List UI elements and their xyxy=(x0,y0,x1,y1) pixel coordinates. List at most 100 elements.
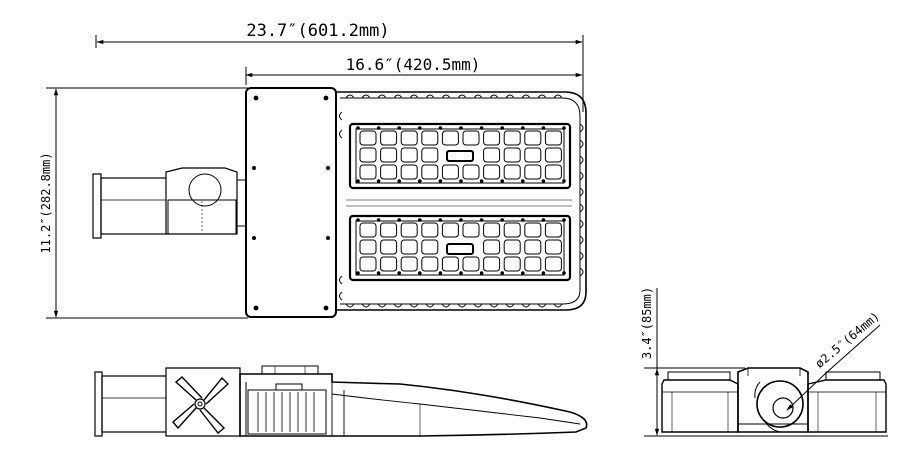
led-lens xyxy=(421,239,439,255)
module-screw xyxy=(418,179,422,183)
height-label: 11.2″(282.8mm) xyxy=(39,152,53,253)
module-screw xyxy=(376,179,381,183)
led-lens xyxy=(359,147,377,163)
led-lens xyxy=(544,147,562,163)
end-left-housing xyxy=(661,371,739,433)
led-lens xyxy=(380,256,398,272)
module-screw xyxy=(397,179,402,183)
module-screw xyxy=(479,218,484,222)
led-lens xyxy=(462,130,480,146)
module-screw xyxy=(500,271,505,275)
led-module-upper xyxy=(348,122,572,190)
module-screw xyxy=(438,271,443,275)
led-lens xyxy=(503,164,521,180)
led-lens xyxy=(503,130,521,146)
module-screw xyxy=(438,179,443,183)
led-lens xyxy=(524,239,542,255)
module-screw xyxy=(541,271,546,275)
module-screw xyxy=(521,126,525,130)
end-right-housing xyxy=(807,371,887,433)
led-lens xyxy=(380,239,398,255)
module-screw xyxy=(541,126,546,130)
module-screw xyxy=(356,126,360,130)
led-lens xyxy=(503,147,521,163)
led-lens xyxy=(441,164,459,180)
led-lens xyxy=(483,147,501,163)
led-lens xyxy=(400,147,418,163)
led-lens-grid-upper xyxy=(356,126,566,183)
end-view xyxy=(660,367,888,437)
side-slip-fitter xyxy=(94,367,241,437)
led-lens-grid-lower xyxy=(356,218,566,275)
led-lens xyxy=(380,147,398,163)
led-lens xyxy=(400,164,418,180)
led-lens xyxy=(441,256,459,272)
module-screw xyxy=(500,179,505,183)
module-screw xyxy=(438,126,443,130)
led-lens xyxy=(359,256,377,272)
led-lens xyxy=(400,256,418,272)
module-screw xyxy=(376,218,381,222)
led-lens xyxy=(462,222,480,238)
led-lens xyxy=(421,164,439,180)
module-screw xyxy=(562,179,566,183)
led-lens xyxy=(524,130,542,146)
module-screw xyxy=(479,271,484,275)
led-lens xyxy=(380,222,398,238)
led-lens xyxy=(462,164,480,180)
led-lens xyxy=(503,239,521,255)
led-lens xyxy=(483,256,501,272)
module-screw xyxy=(356,218,360,222)
led-module-lower xyxy=(348,214,572,282)
led-lens xyxy=(359,130,377,146)
module-screw xyxy=(397,218,402,222)
module-screw xyxy=(459,271,463,275)
led-lens xyxy=(503,256,521,272)
led-lens xyxy=(400,130,418,146)
module-screw xyxy=(562,218,566,222)
led-lens xyxy=(380,164,398,180)
module-screw xyxy=(356,271,360,275)
led-lens xyxy=(380,130,398,146)
module-screw xyxy=(521,218,525,222)
module-screw xyxy=(541,179,546,183)
module-screw xyxy=(541,218,546,222)
module-screw xyxy=(418,218,422,222)
module-screw xyxy=(376,126,381,130)
led-lens xyxy=(544,164,562,180)
module-screw xyxy=(500,218,505,222)
end-center-hub xyxy=(737,367,809,433)
dimension-housing-width: 16.6″(420.5mm) xyxy=(245,55,583,85)
housing-width-label: 16.6″(420.5mm) xyxy=(346,55,481,74)
module-screw xyxy=(397,271,402,275)
led-lens xyxy=(421,256,439,272)
led-lens xyxy=(544,256,562,272)
module-screw xyxy=(438,218,443,222)
top-view xyxy=(92,87,587,318)
dimension-overall-width: 23.7″(601.2mm) xyxy=(95,21,584,112)
led-lens xyxy=(483,164,501,180)
led-lens xyxy=(483,222,501,238)
led-lens xyxy=(483,239,501,255)
led-lens xyxy=(462,256,480,272)
led-lens xyxy=(400,222,418,238)
led-lens xyxy=(524,256,542,272)
side-height-label: 3.4″(85mm) xyxy=(640,287,654,359)
slip-fitter-mount xyxy=(92,167,246,239)
module-screw xyxy=(418,271,422,275)
module-screw xyxy=(459,218,463,222)
led-lens xyxy=(441,130,459,146)
module-screw xyxy=(500,126,505,130)
led-lens xyxy=(421,130,439,146)
led-lens xyxy=(400,239,418,255)
led-lens xyxy=(524,147,542,163)
module-screw xyxy=(521,271,525,275)
led-lens xyxy=(421,222,439,238)
led-lens xyxy=(421,147,439,163)
module-screw xyxy=(562,271,566,275)
overall-width-label: 23.7″(601.2mm) xyxy=(246,21,389,41)
led-lens xyxy=(359,239,377,255)
side-view xyxy=(94,365,588,437)
side-housing xyxy=(239,365,588,437)
